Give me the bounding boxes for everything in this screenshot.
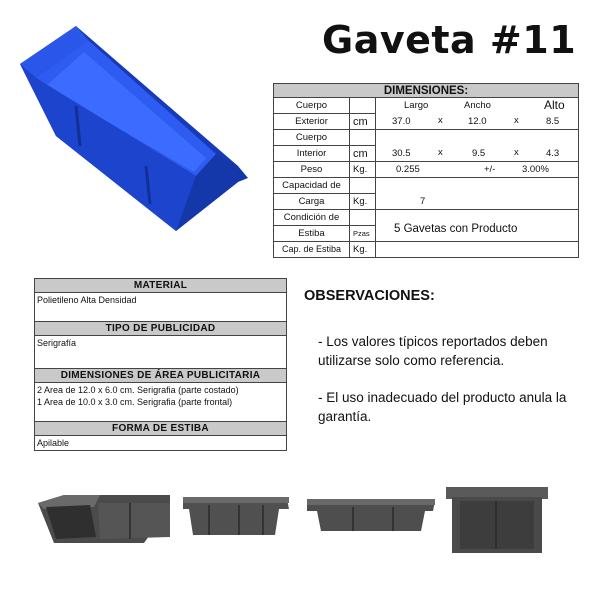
col-largo: Largo [404, 100, 429, 111]
cap-estiba-values [375, 241, 579, 258]
exterior-largo: 37.0 [392, 115, 411, 127]
peso-tolerance-sign: +/- [484, 164, 496, 175]
dimensions-header: DIMENSIONES: [273, 83, 579, 98]
times-sign: x [438, 146, 443, 158]
peso-label: Peso [273, 161, 350, 178]
capacidad-label-2: Carga [273, 193, 350, 210]
exterior-alto: 8.5 [546, 115, 560, 127]
interior-label-1: Cuerpo [273, 129, 350, 146]
peso-unit: Kg. [349, 161, 376, 178]
estiba-values: 5 Gavetas con Producto [375, 222, 579, 242]
interior-values: 30.5 x 9.5 x 4.3 [375, 145, 579, 162]
publicidad-header: TIPO DE PUBLICIDAD [34, 321, 287, 336]
exterior-label-1: Cuerpo [273, 97, 350, 114]
gray-bin-long-image [307, 499, 435, 531]
capacidad-values: 7 [375, 193, 579, 210]
info-table: MATERIAL Polietileno Alta Densidad TIPO … [34, 278, 287, 451]
peso-value: 0.255 [396, 164, 420, 175]
times-sign: x [438, 114, 443, 126]
interior-unit: cm [349, 145, 376, 162]
area-header: DIMENSIONES DE ÁREA PUBLICITARIA [34, 368, 287, 383]
col-ancho: Ancho [464, 100, 491, 111]
gray-bin-front-image [446, 487, 548, 553]
exterior-ancho: 12.0 [468, 115, 487, 127]
area-line-1: 2 Area de 12.0 x 6.0 cm. Serigrafia (par… [37, 385, 239, 395]
material-value: Polietileno Alta Densidad [34, 293, 287, 321]
estiba-value: 5 Gavetas con Producto [394, 222, 518, 235]
estiba-label-2: Estiba [273, 225, 350, 242]
dimensions-table: DIMENSIONES: Cuerpo Largo Ancho Alto Ext… [273, 83, 579, 258]
exterior-unit: cm [349, 113, 376, 130]
interior-ancho: 9.5 [472, 147, 486, 159]
material-header: MATERIAL [34, 278, 287, 293]
observacion-2: - El uso inadecuado del producto anula l… [318, 390, 567, 424]
observacion-1: - Los valores típicos reportados deben u… [318, 334, 548, 368]
times-sign: x [514, 114, 519, 126]
publicidad-value: Serigrafía [34, 336, 287, 368]
exterior-values: 37.0 x 12.0 x 8.5 [375, 113, 579, 130]
cap-estiba-label: Cap. de Estiba [273, 241, 350, 258]
times-sign: x [514, 146, 519, 158]
cap-estiba-unit: Kg. [349, 241, 376, 258]
observaciones-title: OBSERVACIONES: [304, 288, 435, 304]
estiba-header: FORMA DE ESTIBA [34, 421, 287, 436]
estiba-form-value: Apilable [34, 436, 287, 451]
peso-values: 0.255 +/- 3.00% [375, 161, 579, 178]
page-title: Gaveta #11 [322, 18, 577, 62]
area-line-2: 1 Area de 10.0 x 3.0 cm. Serigrafia (par… [37, 397, 233, 407]
estiba-label-1: Condición de [273, 209, 350, 226]
column-headers: Largo Ancho Alto [375, 97, 579, 114]
col-alto: Alto [544, 98, 565, 112]
interior-alto: 4.3 [546, 147, 560, 159]
estiba-unit: Pzas [349, 225, 376, 242]
capacidad-label-1: Capacidad de [273, 177, 350, 194]
peso-tolerance: 3.00% [522, 164, 549, 175]
capacidad-unit: Kg. [349, 193, 376, 210]
area-values: 2 Area de 12.0 x 6.0 cm. Serigrafia (par… [34, 383, 287, 421]
capacidad-value: 7 [420, 195, 426, 207]
exterior-label-2: Exterior [273, 113, 350, 130]
interior-label-2: Interior [273, 145, 350, 162]
blue-bin-image [20, 26, 248, 231]
interior-largo: 30.5 [392, 147, 411, 159]
gray-bin-perspective-image [38, 495, 170, 543]
gray-bin-side-image [183, 497, 289, 535]
